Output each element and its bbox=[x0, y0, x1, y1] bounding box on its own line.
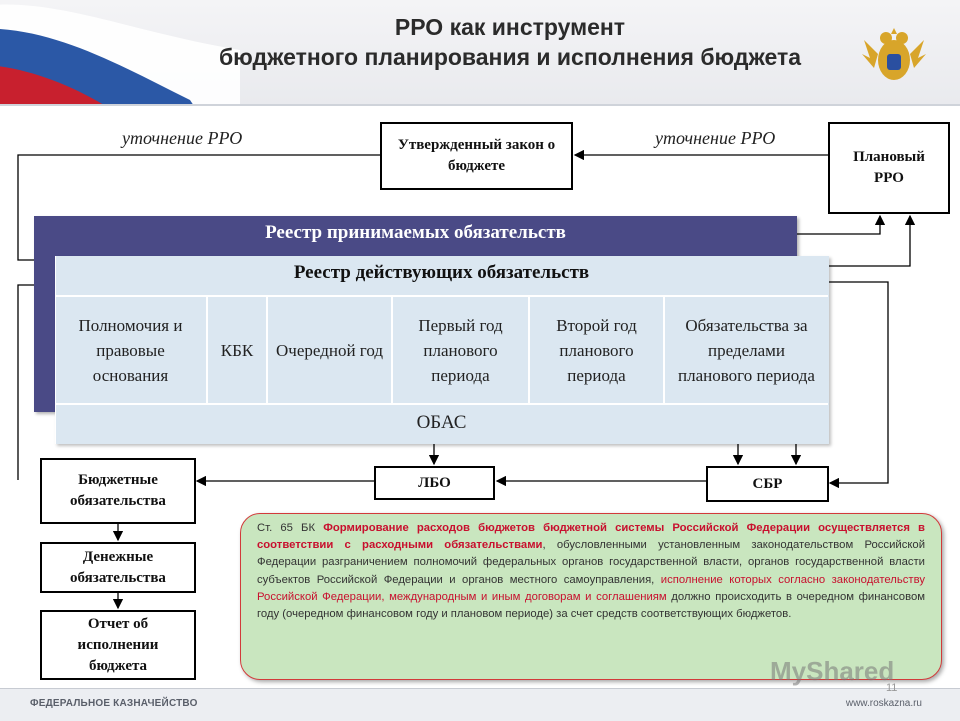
monetary-obligations-label: Денежные обязательства bbox=[70, 548, 166, 586]
column-next-year: Очередной год bbox=[268, 297, 393, 403]
note-emphasis-2: исполнение которых согласно законодатель… bbox=[257, 573, 925, 603]
approved-budget-law-box: Утвержденный закон о бюджете bbox=[380, 122, 573, 190]
sbr-box: СБР bbox=[706, 466, 829, 502]
plan-rro-box: Плановый РРО bbox=[828, 122, 950, 214]
refine-rro-left-label: уточнение РРО bbox=[122, 128, 243, 148]
lbo-box: ЛБО bbox=[374, 466, 495, 500]
header-banner: РРО как инструмент бюджетного планирован… bbox=[0, 0, 960, 105]
refine-rro-right-label: уточнение РРО bbox=[655, 128, 776, 148]
column-beyond-plan: Обязательства за пределами планового пер… bbox=[678, 315, 815, 385]
flag-graphic bbox=[0, 4, 240, 105]
budget-report-box: Отчет об исполнении бюджета bbox=[40, 610, 196, 680]
column-first-plan-year: Первый год планового периода bbox=[393, 297, 530, 403]
column-second-plan-year: Второй год планового периода bbox=[530, 297, 665, 403]
monetary-obligations-box: Денежные обязательства bbox=[40, 542, 196, 593]
registry-current-title: Реестр действующих обязательств bbox=[293, 262, 590, 283]
page-number: 11 bbox=[886, 682, 898, 694]
page-title: РРО как инструмент бюджетного планирован… bbox=[110, 12, 910, 72]
column-kbk: КБК bbox=[208, 297, 268, 403]
budget-obligations-box: Бюджетные обязательства bbox=[40, 458, 196, 524]
sbr-label: СБР bbox=[752, 475, 783, 492]
title-line-2: бюджетного планирования и исполнения бюд… bbox=[218, 44, 802, 70]
obas-label: ОБАС bbox=[416, 412, 467, 433]
lbo-label: ЛБО bbox=[418, 474, 451, 491]
header-divider bbox=[0, 104, 960, 106]
note-emphasis-1: Формирование расходов бюджетов бюджетной… bbox=[257, 522, 925, 552]
note-article: Ст. 65 БК bbox=[257, 522, 324, 534]
registry-columns: Полномочия и правовые основания КБК Очер… bbox=[55, 295, 828, 405]
legal-note: Ст. 65 БК Формирование расходов бюджетов… bbox=[240, 513, 942, 680]
registry-current-panel bbox=[55, 256, 829, 444]
registry-accepted-title: Реестр принимаемых обязательств bbox=[265, 222, 566, 243]
approved-budget-law-label: Утвержденный закон о бюджете bbox=[397, 137, 556, 174]
watermark-logo: MyShared bbox=[770, 656, 895, 686]
plan-rro-label: Плановый РРО bbox=[853, 149, 925, 186]
column-powers: Полномочия и правовые основания bbox=[55, 297, 208, 403]
footer-org: ФЕДЕРАЛЬНОЕ КАЗНАЧЕЙСТВО bbox=[30, 698, 198, 709]
budget-obligations-label: Бюджетные обязательства bbox=[70, 472, 166, 509]
eagle-emblem-icon bbox=[862, 28, 926, 80]
footer-url[interactable]: www.roskazna.ru bbox=[845, 698, 922, 709]
footer-bar: ФЕДЕРАЛЬНОЕ КАЗНАЧЕЙСТВО www.roskazna.ru bbox=[0, 688, 960, 721]
note-text-1: , обусловленными установленным законодат… bbox=[257, 539, 926, 586]
budget-report-label: Отчет об исполнении бюджета bbox=[77, 615, 159, 674]
note-text-2: должно происходить в очередном финансово… bbox=[257, 590, 925, 621]
title-line-1: РРО как инструмент bbox=[394, 14, 626, 40]
